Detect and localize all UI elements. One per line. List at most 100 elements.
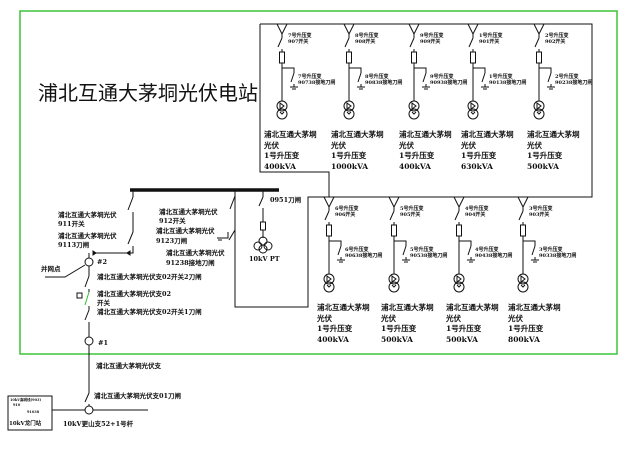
switch-id: 901开关	[479, 39, 500, 45]
pt-fuse	[260, 221, 266, 231]
delta-icon	[470, 102, 476, 110]
feeder-tap	[388, 196, 400, 209]
breaker-02	[84, 291, 90, 306]
transformer-name2: 光伏	[264, 140, 279, 150]
wye-icon	[391, 284, 397, 288]
ground-switch	[531, 245, 536, 256]
switch-id: 906开关	[335, 212, 356, 218]
switch-912	[229, 195, 236, 210]
switch-911	[127, 196, 134, 211]
ground-branch	[282, 67, 295, 73]
transformer-capacity: 400kVA	[264, 161, 296, 171]
transformer-name1: 浦北互通大茅垌	[527, 130, 580, 139]
switch-id: 909开关	[420, 39, 441, 45]
pole-1-icon	[84, 336, 94, 346]
feeder-tap	[323, 196, 335, 209]
ground-branch	[473, 67, 486, 73]
substation-box	[7, 395, 53, 431]
switch-0951	[258, 196, 264, 207]
switch-label: 8号升压变	[355, 33, 379, 39]
switch-label: 2号升压变	[545, 33, 569, 39]
ground-switch-id: 90238接地刀闸	[555, 80, 593, 86]
delta-icon	[279, 102, 285, 110]
ground-switch-label: 7号升压变	[298, 74, 322, 80]
feeder-tap	[276, 23, 288, 36]
wye-icon	[279, 111, 285, 115]
transformer-primary-icon	[276, 100, 288, 112]
label-station-name: 10kV龙门站	[9, 421, 42, 427]
ground-switch	[402, 245, 407, 256]
transformer-name1: 浦北互通大茅垌	[446, 303, 499, 312]
label-station-line: 10kV高明线(903)	[10, 398, 42, 402]
label-911-name: 浦北互通大茅垌光伏	[58, 211, 117, 219]
label-pt: 10kV PT	[249, 255, 280, 263]
transformer-secondary-icon	[276, 108, 288, 120]
transformer-capacity: 1000kVA	[331, 161, 369, 171]
load-switch	[454, 210, 460, 221]
transformer-name2: 光伏	[317, 313, 332, 323]
transformer-secondary-icon	[533, 108, 545, 120]
switch-label: 9号升压变	[420, 33, 444, 39]
load-switch	[324, 210, 330, 221]
feeder-tap	[343, 23, 355, 36]
ground-switch	[337, 245, 342, 256]
transformer-name2: 光伏	[331, 140, 346, 150]
grid-connection-line	[45, 264, 86, 278]
ground-switch-label: 4号升压变	[475, 247, 499, 253]
label-9123-id: 9123刀闸	[156, 237, 188, 245]
fuse-icon	[326, 224, 332, 237]
transformer-name1: 浦北互通大茅垌	[399, 130, 452, 139]
label-pole-1: #1	[98, 339, 108, 347]
pole-2-icon	[84, 257, 94, 267]
label-pole-2: #2	[97, 258, 107, 266]
transformer-primary-icon	[517, 273, 529, 285]
switch-01	[84, 392, 90, 403]
delta-icon	[391, 275, 397, 283]
delta-icon	[346, 102, 352, 110]
transformer-capacity: 500kVA	[446, 334, 478, 344]
transformer-secondary-icon	[453, 281, 465, 293]
label-pole-52: 10kV更山支52+1号杆	[63, 420, 134, 428]
ground-switch	[357, 72, 362, 83]
transformer-capacity: 400kVA	[399, 161, 431, 171]
ground-switch-label: 3号升压变	[539, 247, 563, 253]
transformer-primary-icon	[343, 100, 355, 112]
label-0951: 0951刀闸	[270, 196, 302, 204]
ground-branch	[394, 240, 407, 246]
pt-transformer-icon	[253, 236, 273, 254]
ground-switch-label: 6号升压变	[345, 247, 369, 253]
delta-icon	[536, 102, 542, 110]
transformer-trans: 1号升压变	[399, 151, 435, 160]
transformer-trans: 1号升压变	[446, 324, 482, 333]
ground-branch	[523, 240, 536, 246]
transformer-trans: 1号升压变	[508, 324, 544, 333]
fuse-icon	[536, 51, 542, 64]
load-switch	[389, 210, 395, 221]
fuse-icon	[456, 224, 462, 237]
transformer-trans: 1号升压变	[331, 151, 367, 160]
transformer-secondary-icon	[323, 281, 335, 293]
ground-switch-label: 2号升压变	[555, 74, 579, 80]
load-switch	[468, 37, 474, 48]
transformer-primary-icon	[453, 273, 465, 285]
switch-02-2	[84, 275, 90, 288]
transformer-name1: 浦北互通大茅垌	[317, 303, 370, 312]
transformer-name2: 光伏	[508, 313, 523, 323]
pole-52-icon	[84, 405, 94, 415]
label-912-id: 912开关	[159, 217, 186, 225]
transformer-capacity: 800kVA	[508, 334, 540, 344]
label-grid-point: 并网点	[41, 265, 61, 273]
fuse-icon	[279, 51, 285, 64]
transformer-primary-icon	[323, 273, 335, 285]
transformer-name2: 光伏	[461, 140, 476, 150]
ground-switch-label: 9号升压变	[430, 74, 454, 80]
feeder-tap	[453, 196, 465, 209]
transformer-primary-icon	[388, 273, 400, 285]
fuse-icon	[411, 51, 417, 64]
wye-icon	[470, 111, 476, 115]
